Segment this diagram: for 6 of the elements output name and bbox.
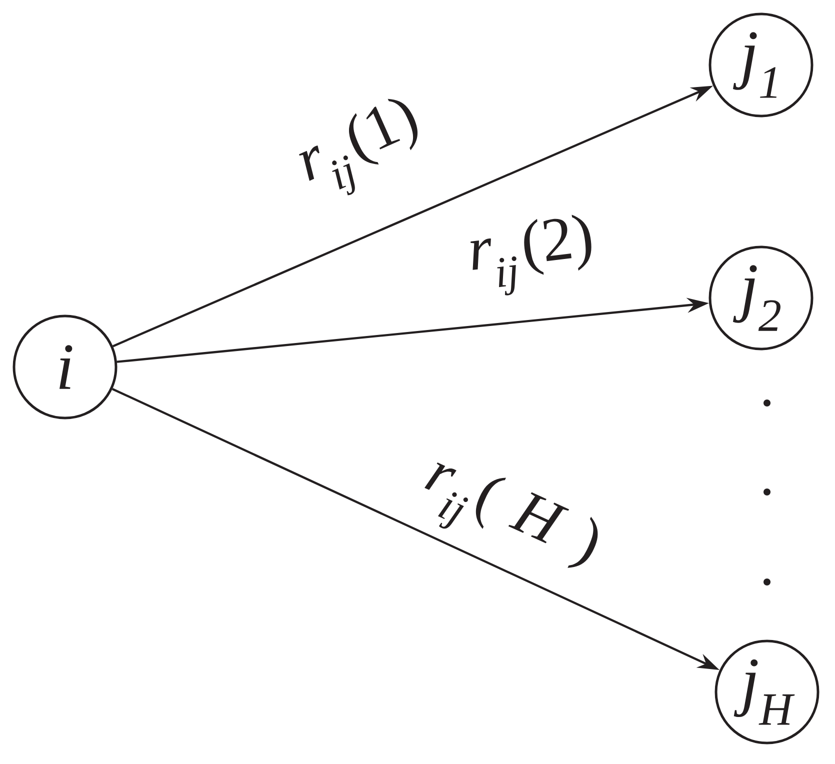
edge-label: r$_{ij}$(1) (299, 98, 418, 196)
circle-node: i (12, 314, 118, 420)
circle-node: j$_{H}$ (714, 640, 820, 744)
circle-node: j$_{2}$ (708, 246, 814, 350)
circle-node: j$_{1}$ (708, 12, 814, 118)
edge-label: r$_{ij}$(2) (470, 214, 592, 296)
